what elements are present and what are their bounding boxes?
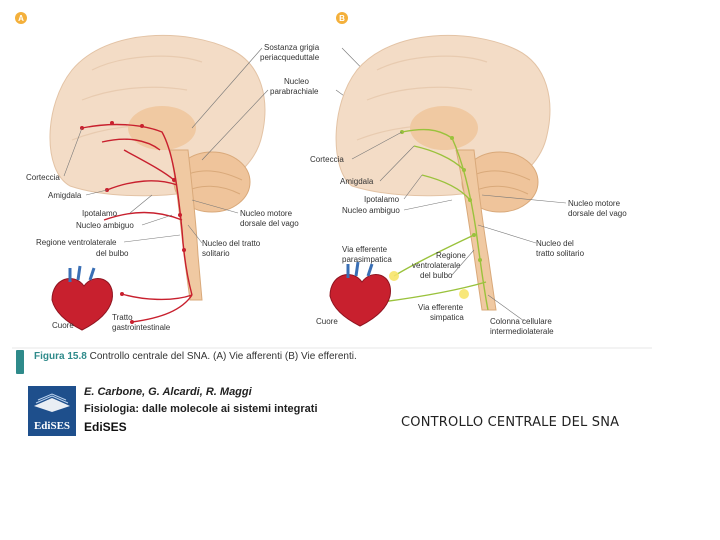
autonomic-control-diagram: A Cort — [12, 12, 652, 349]
credit-book-title: Fisiologia: dalle molecole ai sistemi in… — [84, 403, 318, 415]
label-nucleo-motore-b-2: dorsale del vago — [568, 209, 627, 218]
thalamus-b — [410, 106, 478, 150]
book-icon — [34, 393, 70, 412]
label-nucleo-tratto-a-2: solitario — [202, 249, 230, 258]
panel-a: A Cort — [15, 12, 299, 332]
panel-b: B Corteccia Amigdala — [310, 12, 627, 336]
panel-a-badge: A — [18, 14, 24, 23]
edises-logo: EdiSES — [28, 386, 76, 436]
slide-title: CONTROLLO CENTRALE DEL SNA — [401, 415, 620, 430]
credit-publisher: EdiSES — [84, 420, 127, 434]
label-sostanza-1: Sostanza grigia — [264, 43, 320, 52]
caption-text: Figura 15.8 Controllo centrale del SNA. … — [34, 351, 357, 362]
label-corteccia-a: Corteccia — [26, 173, 60, 182]
panel-b-badge: B — [339, 14, 345, 23]
heart-b — [329, 261, 391, 327]
label-tratto-a-1: Tratto — [112, 313, 133, 322]
credit-authors: E. Carbone, G. Alcardi, R. Maggi — [84, 386, 252, 398]
heart-a — [51, 265, 113, 331]
efferent-pathways — [381, 128, 489, 311]
label-nucleo-motore-a-1: Nucleo motore — [240, 209, 293, 218]
ganglion-glows — [389, 271, 469, 299]
label-colonna-2: intermediolaterale — [490, 327, 554, 336]
label-parabrachiale-2: parabrachiale — [270, 87, 319, 96]
panel-b-labels: Corteccia Amigdala Ipotalamo Nucleo ambi… — [310, 155, 627, 336]
label-nucleo-tratto-b-1: Nucleo del — [536, 239, 574, 248]
panel-a-badge-circle — [15, 12, 27, 24]
caption-body: Controllo centrale del SNA. (A) Vie affe… — [89, 351, 357, 362]
afferent-pathways — [81, 123, 193, 323]
label-regione-a-2: del bulbo — [96, 249, 129, 258]
label-colonna-1: Colonna cellulare — [490, 317, 552, 326]
label-regione-b-3: del bulbo — [420, 271, 453, 280]
brainstem-a — [169, 149, 203, 301]
label-nucleo-motore-b-1: Nucleo motore — [568, 199, 621, 208]
figure-caption: Figura 15.8 Controllo centrale del SNA. … — [16, 346, 656, 376]
label-cuore-b: Cuore — [316, 317, 338, 326]
label-cuore-a: Cuore — [52, 321, 74, 330]
label-nucleo-ambiguo-b: Nucleo ambiguo — [342, 206, 400, 215]
label-regione-b-1: Regione — [436, 251, 466, 260]
label-nucleo-tratto-b-2: tratto solitario — [536, 249, 585, 258]
label-nucleo-tratto-a-1: Nucleo del tratto — [202, 239, 261, 248]
label-corteccia-b: Corteccia — [310, 155, 344, 164]
caption-accent-tab — [16, 350, 24, 374]
label-via-simp-1: Via efferente — [418, 303, 464, 312]
label-regione-b-2: ventrolaterale — [412, 261, 461, 270]
label-tratto-a-2: gastrointestinale — [112, 323, 171, 332]
leader-lines-b — [351, 131, 567, 322]
label-nucleo-ambiguo-a: Nucleo ambiguo — [76, 221, 134, 230]
panel-b-badge-circle — [336, 12, 348, 24]
figure-number: Figura 15.8 — [34, 351, 87, 362]
label-amigdala-a: Amigdala — [48, 191, 82, 200]
label-parabrachiale-1: Nucleo — [284, 77, 309, 86]
label-regione-a-1: Regione ventrolaterale — [36, 238, 117, 247]
label-via-para-2: parasimpatica — [342, 255, 392, 264]
label-ipotalamo-b: Ipotalamo — [364, 195, 400, 204]
publisher-credit: EdiSES E. Carbone, G. Alcardi, R. Maggi … — [28, 386, 358, 438]
leader-lines-a — [63, 127, 239, 244]
label-sostanza-2: periacqueduttale — [260, 53, 320, 62]
thalamus-a — [128, 106, 196, 150]
label-via-simp-2: simpatica — [430, 313, 464, 322]
label-via-para-1: Via efferente — [342, 245, 388, 254]
label-amigdala-b: Amigdala — [340, 177, 374, 186]
logo-text: EdiSES — [33, 420, 71, 432]
panel-a-labels: Corteccia Amigdala Ipotalamo Nucleo ambi… — [26, 173, 299, 332]
label-ipotalamo-a: Ipotalamo — [82, 209, 118, 218]
label-nucleo-motore-a-2: dorsale del vago — [240, 219, 299, 228]
